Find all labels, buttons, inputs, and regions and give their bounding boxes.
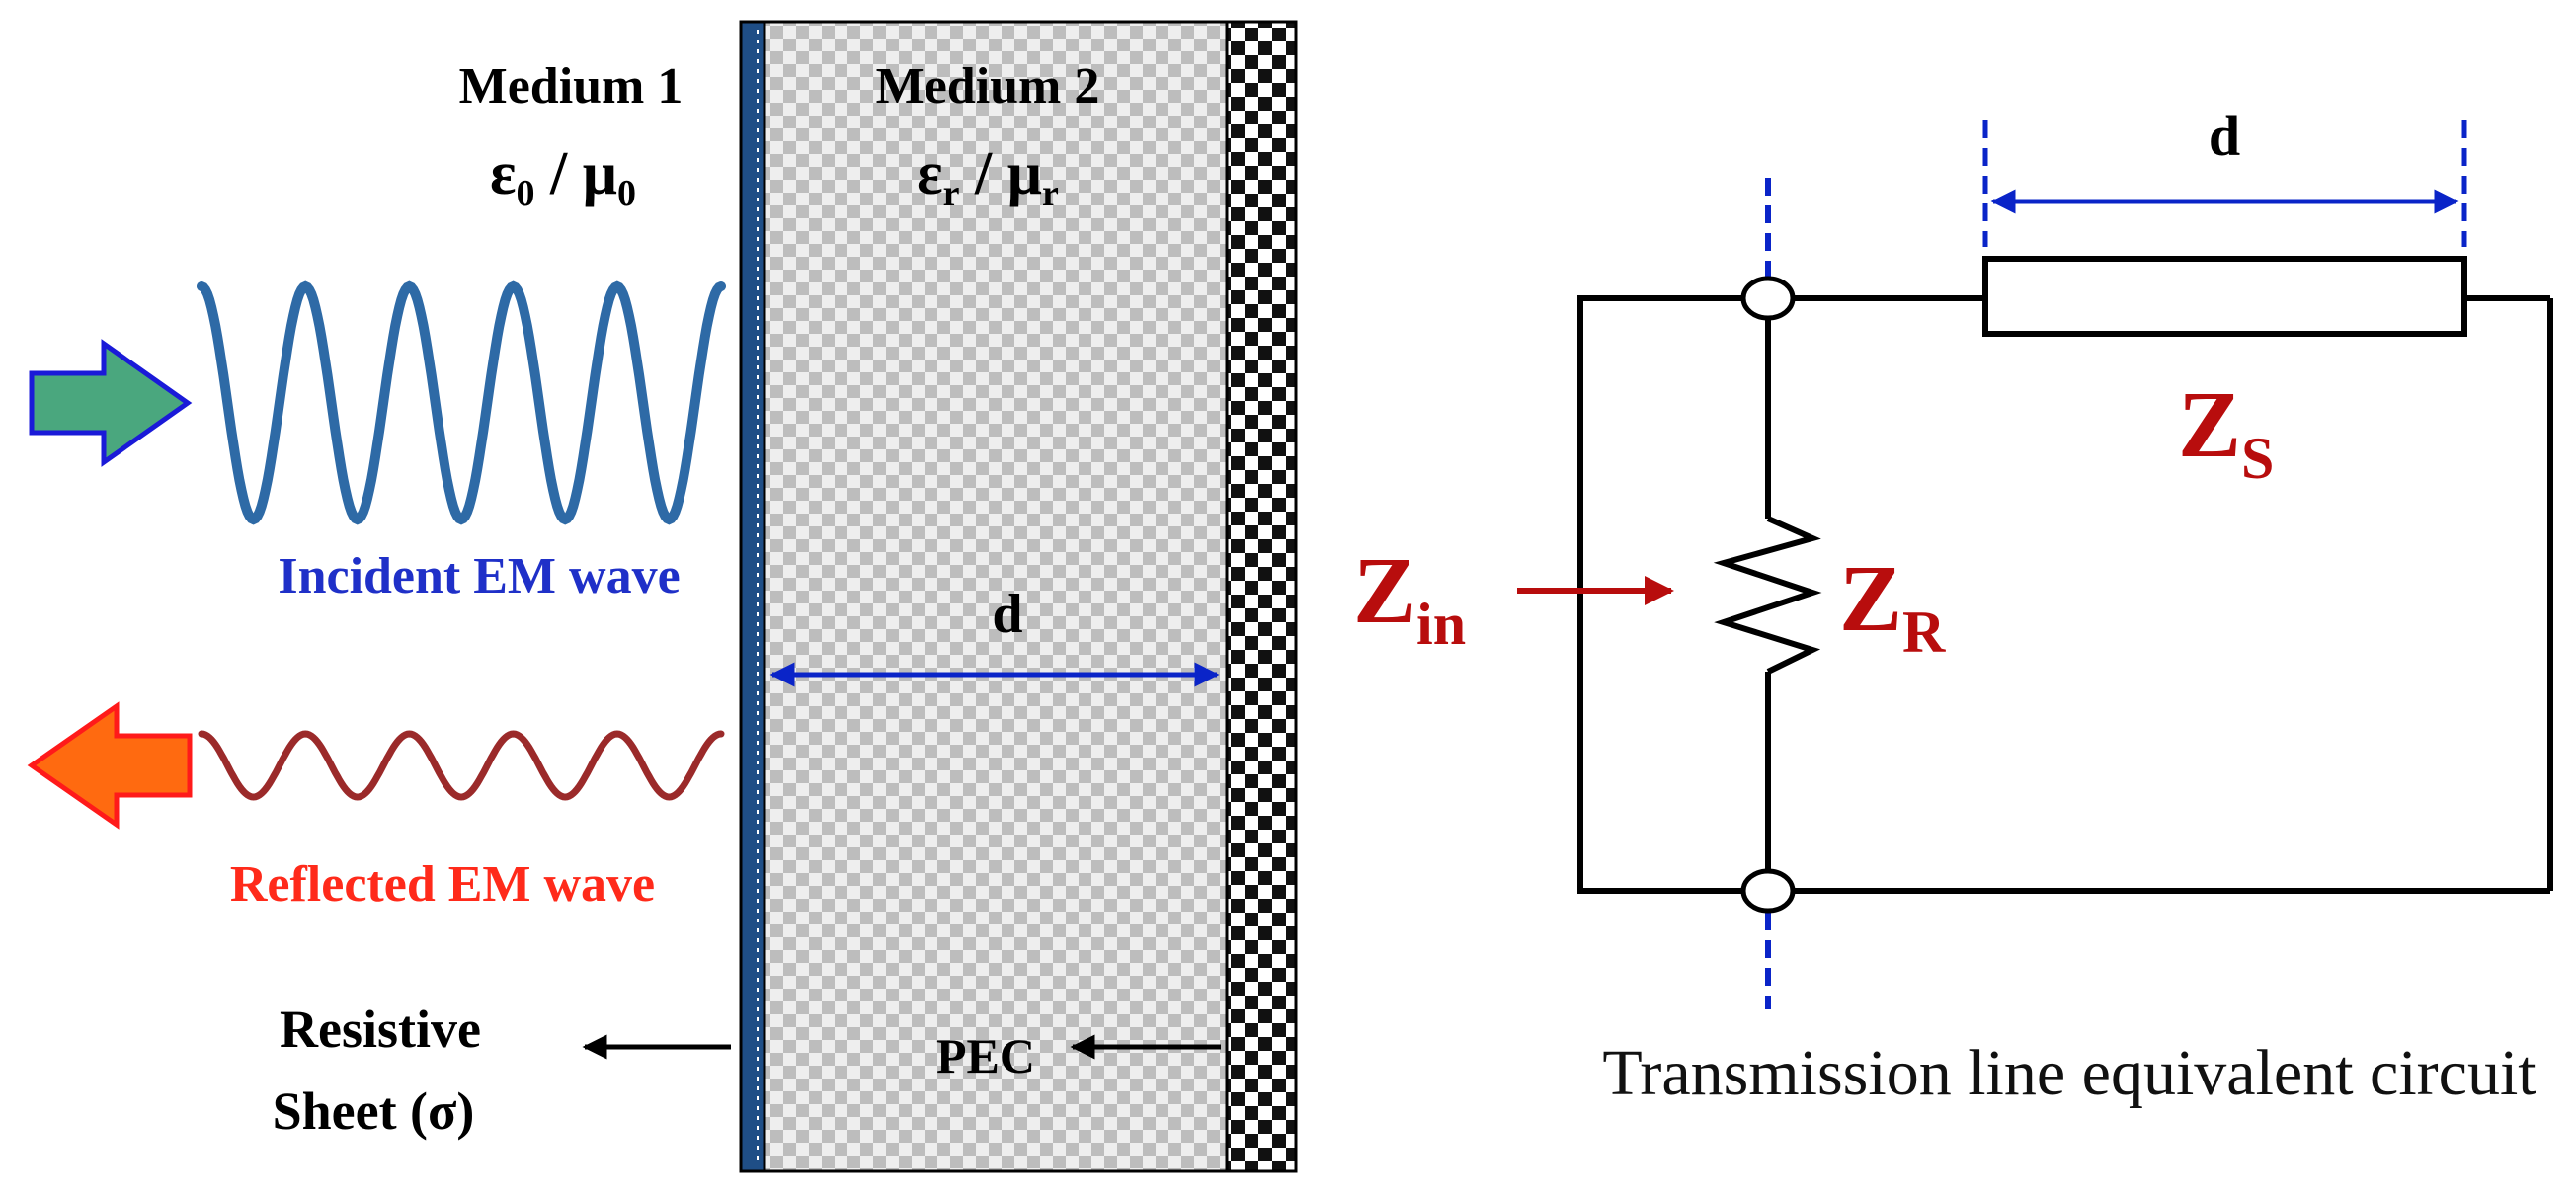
structure-d-label: d [992, 584, 1022, 645]
absorber-structure [739, 20, 1298, 1173]
terminal-top [1740, 276, 1796, 321]
medium2-title: Medium 2 [876, 58, 1100, 115]
resistive-label-line1: Resistive [280, 1000, 481, 1059]
resistive-sheet-callout: Resistive Sheet (σ) [273, 1000, 731, 1141]
medium2-params: εr / μr [917, 140, 1059, 214]
zr-label: ZR [1839, 545, 1946, 665]
incident-arrow-icon [29, 339, 193, 467]
reflected-wave [198, 730, 725, 801]
incident-wave-group: Incident EM wave [29, 280, 726, 604]
structure-thickness-dimension: d [769, 584, 1220, 687]
transmission-line-segment [1982, 256, 2467, 337]
left-wire [1577, 295, 1768, 894]
incident-label: Incident EM wave [278, 548, 680, 604]
medium1-params: ε0 / μ0 [490, 140, 636, 214]
terminal-bottom [1740, 868, 1796, 914]
resistor-icon [1713, 516, 1822, 675]
pec-layer [1225, 20, 1298, 1173]
medium1-title: Medium 1 [459, 58, 684, 115]
circuit-caption: Transmission line equivalent circuit [1602, 1037, 2536, 1109]
resistive-sheet [739, 20, 766, 1173]
medium2-dielectric [761, 20, 1229, 1173]
incident-wave [197, 280, 726, 525]
zin-label: Zin [1353, 537, 1466, 657]
circuit-d-label: d [2209, 104, 2240, 168]
pec-label: PEC [936, 1028, 1035, 1083]
reflected-arrow-icon [27, 701, 193, 830]
reflected-label: Reflected EM wave [230, 856, 655, 913]
equivalent-circuit: d ZS ZR Zin Transmission line equivalent… [1353, 104, 2553, 1109]
reflected-wave-group: Reflected EM wave [27, 701, 725, 913]
medium2-label: Medium 2 εr / μr [876, 58, 1100, 214]
medium1-label: Medium 1 ε0 / μ0 [459, 58, 684, 214]
pec-callout: PEC [936, 1028, 1221, 1083]
zs-label: ZS [2178, 371, 2274, 491]
resistive-label-line2: Sheet (σ) [273, 1081, 475, 1141]
